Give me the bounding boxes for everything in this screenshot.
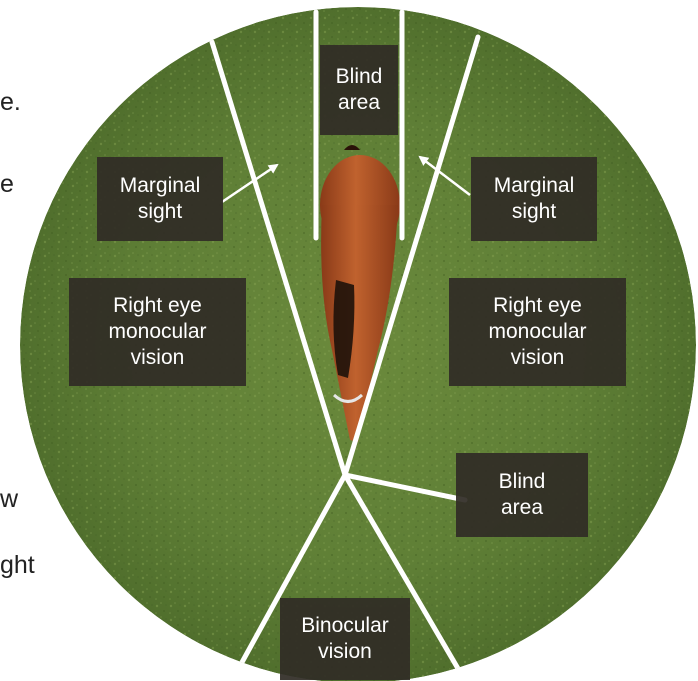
blind-area-bottom-label: Blind area (456, 453, 588, 537)
marginal-sight-right-label: Marginal sight (471, 157, 597, 241)
monocular-vision-right-label: Right eye monocular vision (449, 278, 626, 386)
monocular-vision-left-label: Right eye monocular vision (69, 278, 246, 386)
marginal-sight-left-label: Marginal sight (97, 157, 223, 241)
blind-area-top-label: Blind area (320, 45, 398, 135)
binocular-vision-label: Binocular vision (280, 598, 410, 680)
